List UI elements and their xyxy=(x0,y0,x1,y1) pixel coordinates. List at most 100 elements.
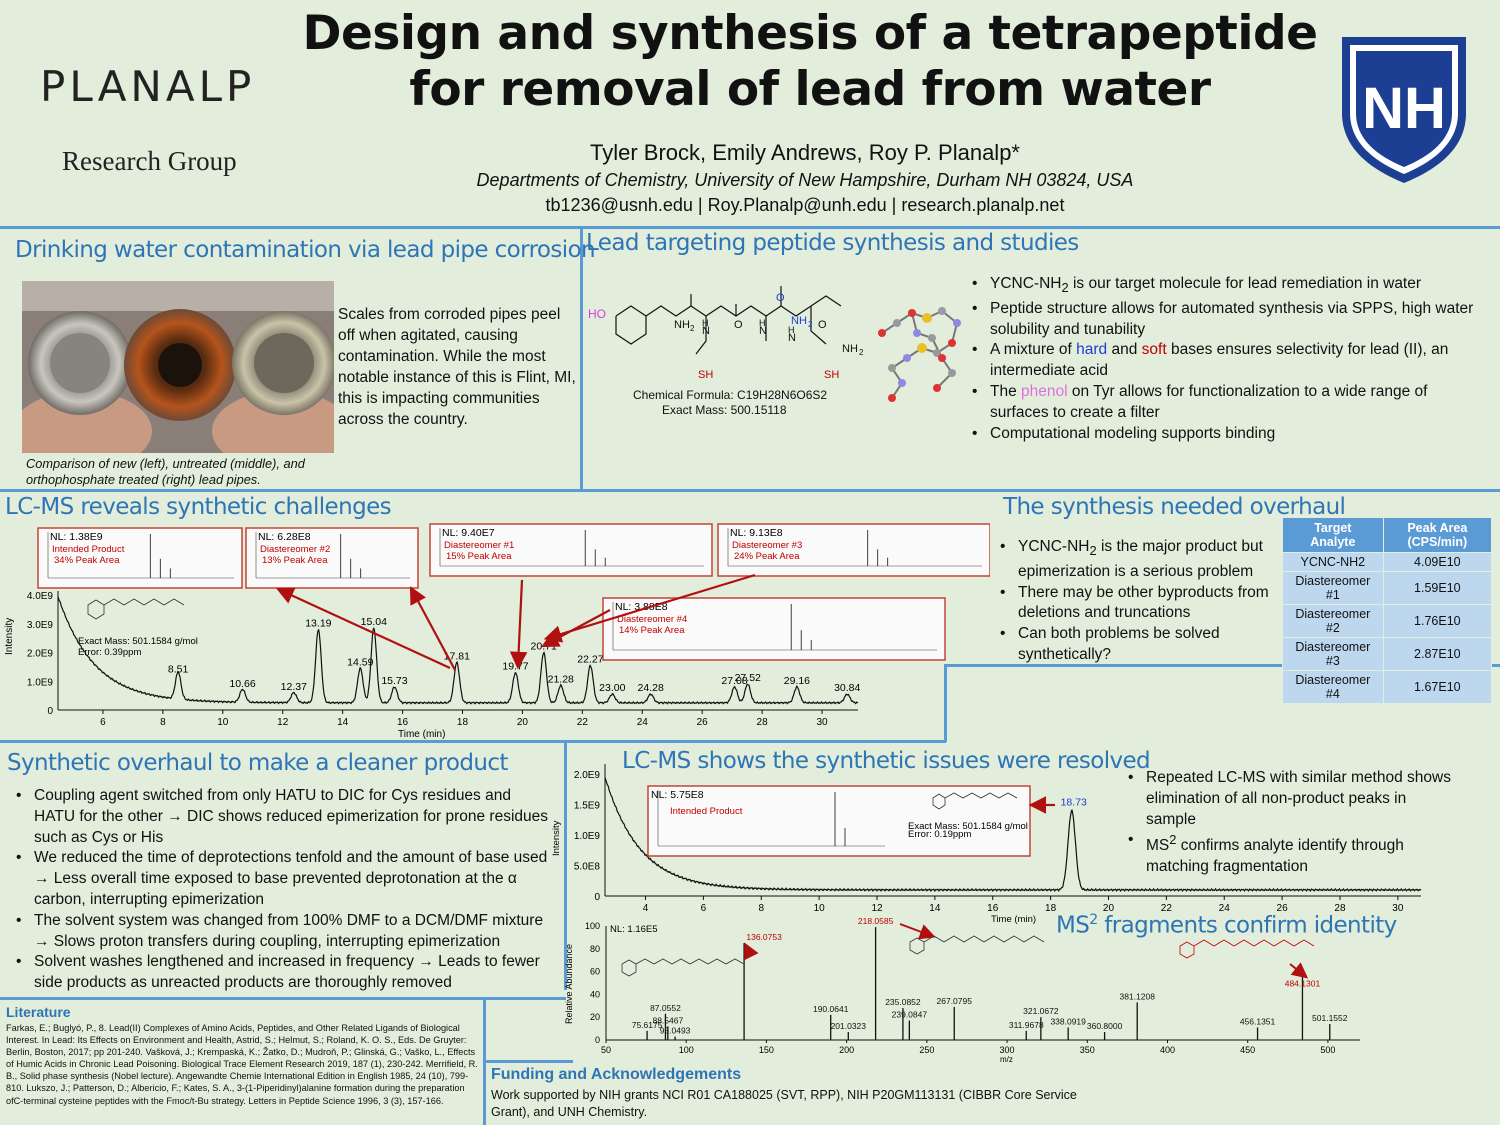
inset-percent: 15% Peak Area xyxy=(446,551,512,562)
peak-label: 14.59 xyxy=(347,656,373,668)
svg-text:H: H xyxy=(702,318,709,328)
x-axis-label: Time (min) xyxy=(398,729,445,740)
x-tick-label: 14 xyxy=(337,717,349,728)
peak-label: 19.77 xyxy=(502,661,528,673)
error-note: Error: 0.39ppm xyxy=(78,647,141,658)
annotation-arrow xyxy=(409,586,456,671)
x-tick-label: 10 xyxy=(814,903,826,914)
lead-pipes-photo xyxy=(22,281,334,453)
y-tick-label: 40 xyxy=(590,989,600,999)
inset-box xyxy=(717,523,990,577)
x-tick-label: 4 xyxy=(643,903,649,914)
svg-text:O: O xyxy=(818,319,827,331)
peak-area-table: Target Analyte Peak Area (CPS/min) YCNC-… xyxy=(1282,517,1493,704)
inset-nl: NL: 5.75E8 xyxy=(651,789,704,801)
svg-text:2: 2 xyxy=(859,348,864,357)
peak-label: 30.84 xyxy=(834,682,860,694)
list-item: The solvent system was changed from 100%… xyxy=(12,911,552,953)
inset-name: Diastereomer #4 xyxy=(617,614,687,625)
x-axis-label: m/z xyxy=(1000,1055,1013,1064)
x-tick-label: 6 xyxy=(701,903,707,914)
x-tick-label: 20 xyxy=(1103,903,1115,914)
ms2-peak-label: 235.0852 xyxy=(885,997,921,1007)
drinking-body: Scales from corroded pipes peel off when… xyxy=(338,306,576,428)
ms2-peak-label: 456.1351 xyxy=(1240,1016,1276,1026)
inset-name: Diastereomer #2 xyxy=(260,544,330,555)
literature-text: Farkas, E.; Buglyó, P., 8. Lead(II) Comp… xyxy=(6,1023,478,1106)
x-tick-label: 28 xyxy=(757,717,769,728)
inset-box xyxy=(602,597,946,661)
chromatogram-trace xyxy=(57,596,859,705)
peak-label: 18.73 xyxy=(1061,796,1087,808)
y-tick-label: 80 xyxy=(590,944,600,954)
ms2-peak-label: 136.0753 xyxy=(746,932,782,942)
annotation-arrow xyxy=(276,587,451,669)
svg-text:SH: SH xyxy=(698,369,713,381)
ms2-peak-label: 201.0323 xyxy=(831,1021,867,1031)
logo-word: PLANALP xyxy=(40,62,256,111)
ms2-nl: NL: 1.16E5 xyxy=(610,924,658,935)
svg-text:NH: NH xyxy=(674,319,690,331)
x-tick-label: 18 xyxy=(457,717,469,728)
error-note: Error: 0.19ppm xyxy=(908,829,971,840)
y-axis-label: Intensity xyxy=(551,820,562,856)
list-item: Coupling agent switched from only HATU t… xyxy=(12,786,552,848)
fragment-structure xyxy=(909,935,1045,955)
list-item: Repeated LC-MS with similar method shows… xyxy=(1124,768,1454,830)
divider xyxy=(0,997,566,1000)
lcms2-bullets: Repeated LC-MS with similar method shows… xyxy=(1124,768,1454,878)
peak-label: 27.52 xyxy=(735,672,761,684)
x-tick-label: 24 xyxy=(637,717,649,728)
x-tick-label: 14 xyxy=(929,903,941,914)
section-title-overhaul: The synthesis needed overhaul xyxy=(1003,494,1346,520)
list-item: Peptide structure allows for automated s… xyxy=(968,299,1478,341)
poster-title: Design and synthesis of a tetrapeptide f… xyxy=(300,6,1320,118)
divider xyxy=(580,226,583,490)
x-tick-label: 12 xyxy=(871,903,883,914)
list-item: There may be other byproducts from delet… xyxy=(996,583,1286,625)
peak-label: 24.28 xyxy=(638,682,664,694)
section-title-peptide: Lead targeting peptide synthesis and stu… xyxy=(586,230,1079,256)
y-tick-label: 1.0E9 xyxy=(574,831,601,842)
peak-label: 21.28 xyxy=(548,674,574,686)
divider xyxy=(483,1060,573,1063)
exact-mass-note: Exact Mass: 501.1584 g/mol xyxy=(908,821,1028,832)
ms2-peak-label: 93.0493 xyxy=(660,1026,691,1036)
x-tick-label: 350 xyxy=(1080,1045,1095,1055)
x-tick-label: 300 xyxy=(1000,1045,1015,1055)
pipes-caption: Comparison of new (left), untreated (mid… xyxy=(26,456,305,487)
peak-label: 29.16 xyxy=(784,675,810,687)
svg-text:2: 2 xyxy=(808,320,813,329)
funding-text: Work supported by NIH grants NCI R01 CA1… xyxy=(491,1088,1077,1119)
x-tick-label: 50 xyxy=(601,1045,611,1055)
svg-text:N: N xyxy=(759,325,767,337)
y-tick-label: 1.5E9 xyxy=(574,801,601,812)
y-tick-label: 1.0E9 xyxy=(27,677,54,688)
chromatogram-trace xyxy=(604,777,1422,893)
list-item: YCNC-NH2 is our target molecule for lead… xyxy=(968,274,1478,299)
x-tick-label: 150 xyxy=(759,1045,774,1055)
divider xyxy=(0,489,1500,492)
x-tick-label: 30 xyxy=(1392,903,1404,914)
peak-label: 10.66 xyxy=(229,678,255,690)
ms2-peak-label: 267.0795 xyxy=(937,996,973,1006)
inset-box xyxy=(429,523,713,577)
x-tick-label: 22 xyxy=(577,717,589,728)
shield-text: NH xyxy=(1362,76,1446,141)
department: Departments of Chemistry, University of … xyxy=(476,170,1134,190)
funding-title: Funding and Acknowledgements xyxy=(491,1066,742,1083)
list-item: Can both problems be solved syntheticall… xyxy=(996,624,1286,666)
annotation-arrow xyxy=(509,579,528,670)
section-title-synthetic: Synthetic overhaul to make a cleaner pro… xyxy=(7,750,508,776)
mini-structure xyxy=(932,792,1018,810)
inset-percent: 14% Peak Area xyxy=(619,625,685,636)
inset-name: Diastereomer #3 xyxy=(732,540,802,551)
mini-structure xyxy=(87,598,185,620)
title-line-2: for removal of lead from water xyxy=(409,62,1211,117)
table-header: Target Analyte xyxy=(1282,517,1384,553)
list-item: The phenol on Tyr allows for functionali… xyxy=(968,382,1478,424)
